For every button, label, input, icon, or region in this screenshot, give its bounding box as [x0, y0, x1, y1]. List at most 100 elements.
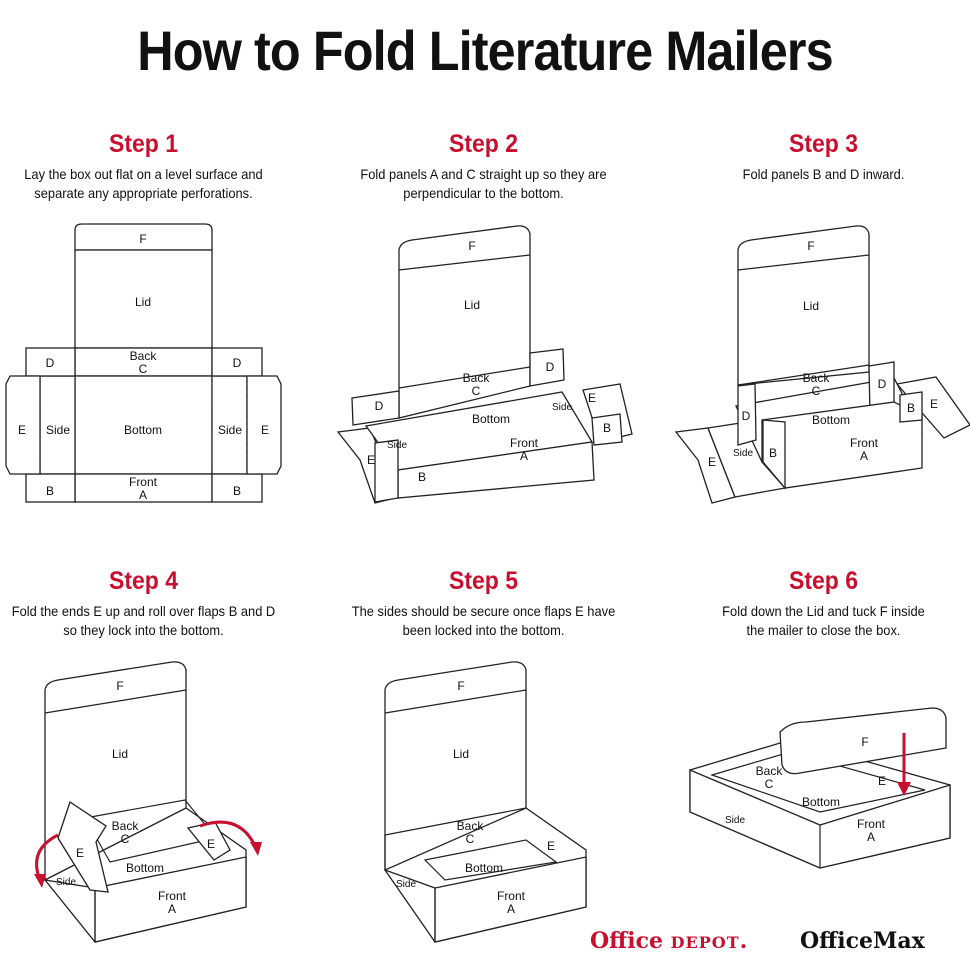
- step-1-header: Step 1 Lay the box out flat on a level s…: [0, 130, 305, 203]
- step-2-header: Step 2 Fold panels A and C straight up s…: [322, 130, 645, 203]
- curved-arrow-right: [199, 820, 258, 849]
- label-e: E: [76, 846, 84, 860]
- label-side: Side: [56, 877, 76, 888]
- officemax-logo: OfficeMax: [800, 928, 925, 954]
- label-front: Front: [497, 889, 526, 903]
- label-f: F: [807, 239, 814, 253]
- step-2-diagram: F Lid Back C Bottom Front A D D Side Sid…: [336, 225, 633, 504]
- step-title: Step 6: [788, 567, 859, 595]
- label-c: C: [466, 832, 475, 846]
- label-c: C: [765, 777, 774, 791]
- step-4-header: Step 4 Fold the ends E up and roll over …: [0, 567, 305, 640]
- label-bottom: Bottom: [812, 413, 850, 427]
- label-bottom: Bottom: [124, 423, 162, 437]
- label-back: Back: [112, 819, 140, 833]
- label-a: A: [860, 449, 868, 463]
- label-c: C: [472, 384, 481, 398]
- arrowhead-down: [897, 782, 911, 796]
- label-c: C: [121, 832, 130, 846]
- label-back: Back: [463, 371, 491, 385]
- label-lid: Lid: [803, 299, 819, 313]
- step-description: Lay the box out flat on a level surface …: [24, 166, 263, 201]
- label-a: A: [867, 830, 875, 844]
- label-d: D: [546, 360, 555, 374]
- label-lid: Lid: [464, 298, 480, 312]
- step-title: Step 4: [108, 567, 179, 595]
- step-3-diagram: F Lid Back C Bottom Front A D D Side B B…: [674, 225, 970, 504]
- label-lid: Lid: [112, 747, 128, 761]
- label-e: E: [367, 453, 375, 467]
- step-title: Step 1: [108, 130, 179, 158]
- label-back: Back: [803, 371, 831, 385]
- step-5-header: Step 5 The sides should be secure once f…: [322, 567, 645, 640]
- label-front: Front: [857, 817, 886, 831]
- label-b: B: [907, 401, 915, 415]
- step-description: The sides should be secure once flaps E …: [351, 603, 616, 638]
- label-f: F: [457, 679, 464, 693]
- office-depot-logo: Office DEPOT.: [590, 928, 748, 954]
- label-f: F: [116, 679, 123, 693]
- label-side: Side: [218, 423, 242, 437]
- label-b: B: [603, 421, 611, 435]
- label-e: E: [18, 423, 26, 437]
- label-lid: Lid: [135, 295, 151, 309]
- label-bottom: Bottom: [126, 861, 164, 875]
- arrowhead-left: [34, 874, 46, 888]
- label-f: F: [861, 735, 868, 749]
- label-front: Front: [129, 475, 158, 489]
- label-front: Front: [510, 436, 539, 450]
- step-6-diagram: F Back C Bottom Front A Side E: [689, 707, 951, 869]
- label-back: Back: [756, 764, 784, 778]
- label-front: Front: [850, 436, 879, 450]
- step-title: Step 2: [448, 130, 519, 158]
- step-description: Fold panels A and C straight up so they …: [360, 166, 607, 201]
- label-side: Side: [396, 879, 416, 890]
- label-e: E: [588, 391, 596, 405]
- label-a: A: [168, 902, 176, 916]
- step-3-header: Step 3 Fold panels B and D inward.: [662, 130, 970, 184]
- label-side: Side: [387, 440, 407, 451]
- step-title: Step 3: [788, 130, 859, 158]
- label-e: E: [261, 423, 269, 437]
- label-lid: Lid: [453, 747, 469, 761]
- step-6-header: Step 6 Fold down the Lid and tuck F insi…: [662, 567, 970, 640]
- label-f: F: [139, 232, 146, 246]
- label-back: Back: [130, 349, 158, 363]
- label-a: A: [139, 488, 147, 502]
- label-d: D: [46, 356, 55, 370]
- step-4-diagram: F Lid Back C Bottom Front A Side E E: [34, 661, 262, 943]
- label-side: Side: [46, 423, 70, 437]
- page-title: How to Fold Literature Mailers: [137, 19, 833, 82]
- label-front: Front: [158, 889, 187, 903]
- label-bottom: Bottom: [465, 861, 503, 875]
- step-description: Fold panels B and D inward.: [742, 166, 905, 182]
- label-b: B: [769, 446, 777, 460]
- label-e: E: [878, 774, 886, 788]
- label-e: E: [207, 837, 215, 851]
- step-title: Step 5: [448, 567, 519, 595]
- label-a: A: [507, 902, 515, 916]
- label-side: Side: [733, 448, 753, 459]
- label-e: E: [547, 839, 555, 853]
- label-d: D: [233, 356, 242, 370]
- label-bottom: Bottom: [472, 412, 510, 426]
- label-bottom: Bottom: [802, 795, 840, 809]
- label-a: A: [520, 449, 528, 463]
- label-c: C: [812, 384, 821, 398]
- label-d: D: [742, 409, 751, 423]
- arrowhead-right: [250, 842, 262, 856]
- label-e: E: [708, 455, 716, 469]
- label-b: B: [418, 470, 426, 484]
- label-b: B: [233, 484, 241, 498]
- label-b: B: [46, 484, 54, 498]
- label-c: C: [139, 362, 148, 376]
- label-back: Back: [457, 819, 485, 833]
- label-d: D: [375, 399, 384, 413]
- label-side: Side: [725, 815, 745, 826]
- label-f: F: [468, 239, 475, 253]
- step-1-diagram: F Lid Back C Bottom Front A D D B B Side…: [5, 223, 282, 503]
- label-side: Side: [552, 402, 572, 413]
- step-5-diagram: F Lid Back C Bottom Front A Side E: [384, 661, 587, 943]
